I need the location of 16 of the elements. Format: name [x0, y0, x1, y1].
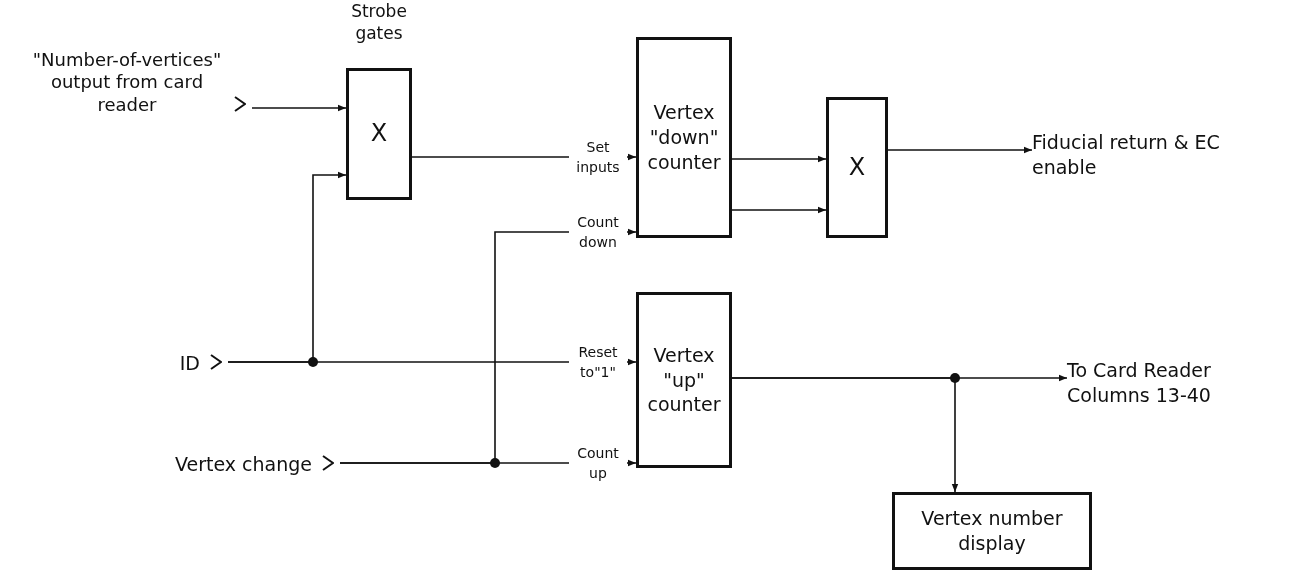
block-box: Vertex number display	[892, 492, 1092, 570]
block-box: X	[826, 97, 888, 238]
block-box: Vertex "up" counter	[636, 292, 732, 468]
arrow	[887, 146, 1033, 154]
arrow	[251, 104, 347, 112]
output-label: Fiducial return & EC enable	[1032, 130, 1221, 180]
block-box: Vertex "down" counter	[636, 37, 732, 238]
input-label: "Number-of-vertices" output from card reader	[31, 48, 223, 116]
arrow	[731, 377, 959, 493]
input-label: ID	[179, 352, 200, 376]
output-label: To Card Reader Columns 13-40	[1067, 357, 1212, 408]
input-label: Vertex change	[174, 453, 312, 477]
arrow	[731, 206, 827, 214]
arrow	[731, 155, 827, 163]
gate-box: X	[346, 68, 412, 200]
gate-heading: Strobe gates	[350, 0, 408, 45]
